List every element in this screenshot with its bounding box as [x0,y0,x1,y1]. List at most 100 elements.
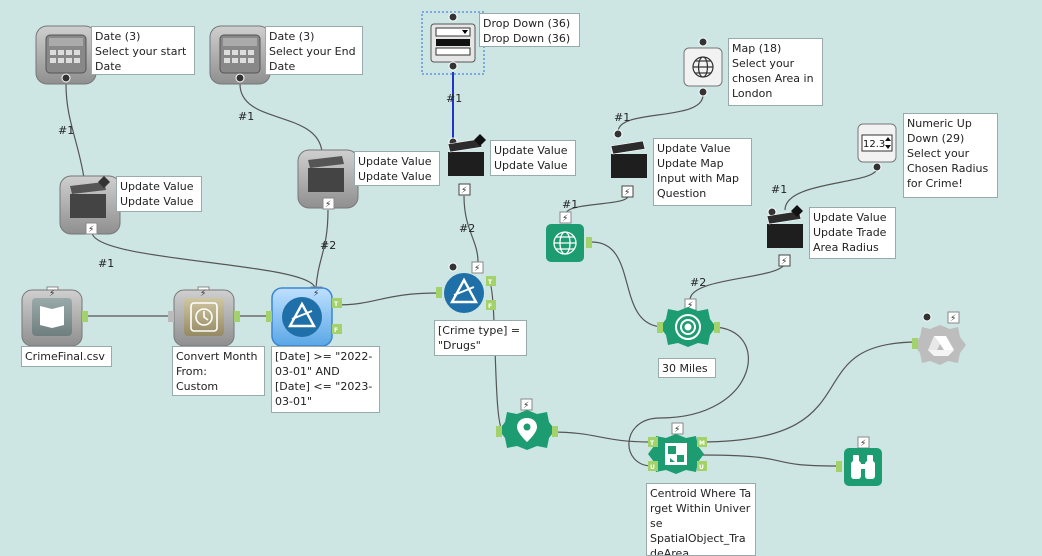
question-anchor[interactable] [698,87,708,97]
filter-icon [444,273,484,313]
trade-area-tool[interactable] [657,298,720,347]
clock-icon [184,298,224,336]
create-points-tool[interactable] [496,398,558,450]
event-anchors: ⚡ ⚡ ⚡ ⚡ ⚡ ⚡ ⚡ ⚡ ⚡ ⚡ ⚡ ⚡ [49,197,956,449]
calendar-icon [45,34,87,74]
action-end-annotation: Update Value Update Value [354,151,440,186]
date-end-annotation: Date (3) Select your End Date [265,26,363,75]
filter-icon [282,297,322,337]
calendar-icon [219,34,261,74]
action-dropdown-tool[interactable]: ⚡ [447,134,486,196]
wire-filter-date-to-crime [333,292,441,306]
svg-text:#1: #1 [238,110,254,123]
filter-date-tool[interactable]: T F [266,286,342,347]
svg-text:⚡: ⚡ [674,425,680,435]
action-map-tool[interactable]: ⚡ [610,129,647,198]
question-anchor[interactable] [235,73,245,83]
svg-text:M: M [699,440,705,447]
wire-match-to-output [699,341,919,443]
svg-text:⚡: ⚡ [88,225,94,235]
svg-text:⚡: ⚡ [950,314,956,324]
clapperboard-icon [766,205,803,248]
map-annotation: Map (18) Select your chosen Area in Lond… [728,38,823,106]
clapperboard-icon [308,156,344,192]
numeric-annotation: Numeric Up Down (29) Select your Chosen … [903,113,998,198]
filter-crime-tool[interactable]: T F [436,261,496,313]
globe-icon [692,56,714,78]
wire-points-to-match [549,431,653,443]
question-anchor[interactable] [448,61,458,71]
target-icon [675,314,701,340]
question-anchor[interactable] [61,73,71,83]
map-pin-icon [517,418,537,442]
wire-numeric-to-action [784,167,878,211]
convert-tool[interactable] [168,286,240,347]
drive-icon [928,336,954,356]
date-start-tool[interactable] [35,25,97,85]
svg-text:⚡: ⚡ [49,289,55,299]
action-radius-annotation: Update Value Update Trade Area Radius [809,207,896,259]
svg-text:#2: #2 [459,222,475,235]
wire-action-end-to-filter [315,209,329,289]
clapperboard-icon [447,134,486,176]
svg-text:⚡: ⚡ [313,289,319,299]
browse-tool[interactable] [836,436,882,486]
svg-text:U: U [650,464,655,471]
map-input-tool[interactable] [546,211,592,262]
numeric-value: 12.3 [863,139,885,150]
numeric-tool[interactable]: 12.3 [857,123,897,172]
filter-date-annotation: [Date] >= "2022-03-01" AND [Date] <= "20… [271,346,380,413]
map-tool[interactable] [683,37,723,97]
svg-text:⚡: ⚡ [562,214,568,224]
action-radius-tool[interactable]: ⚡ [766,205,803,267]
svg-text:⚡: ⚡ [523,401,529,411]
output-tool[interactable] [912,311,966,365]
wire-mapinput-to-trade [591,241,665,328]
numeric-up-down-icon: 12.3 [861,134,893,152]
svg-text:⚡: ⚡ [781,257,787,267]
wire-crime-to-points [487,279,505,433]
action-start-annotation: Update Value Update Value [116,176,202,212]
wire-map-to-action [617,94,704,133]
trade-area-annotation: 30 Miles [658,358,716,378]
wire-date-end-to-action [239,83,323,153]
date-start-annotation: Date (3) Select your start Date [91,26,195,75]
spatial-match-tool[interactable]: T U M U [648,422,707,474]
svg-text:#1: #1 [446,92,462,105]
svg-text:#1: #1 [562,198,578,211]
date-end-tool[interactable] [209,25,271,85]
wire-action-dropdown-to-filter [463,195,479,263]
spatial-match-icon [665,443,687,465]
dropdown-tool[interactable] [421,11,485,75]
filter-crime-annotation: [Crime type] = "Drugs" [434,320,527,356]
question-anchor[interactable] [872,162,882,172]
wire-action-start-to-filter [91,231,316,289]
svg-text:T: T [488,279,493,286]
action-map-annotation: Update Value Update Map Input with Map Q… [653,138,752,206]
globe-icon [553,231,577,255]
wire-action-radius-to-trade [689,261,786,301]
svg-text:#1: #1 [614,111,630,124]
svg-text:#2: #2 [320,239,336,252]
input-tool[interactable] [21,286,88,347]
binoculars-icon [851,455,875,479]
svg-text:⚡: ⚡ [687,301,693,311]
wire-trade-to-match [628,326,749,467]
connection-labels: #1 #1 #1 #1 #1 #1 #2 #2 #1 #2 [58,92,787,289]
svg-text:T: T [650,440,655,447]
svg-text:⚡: ⚡ [200,289,206,299]
book-icon [32,298,72,336]
svg-text:U: U [699,464,704,471]
svg-text:⚡: ⚡ [325,200,331,210]
svg-text:⚡: ⚡ [624,188,630,198]
svg-text:⚡: ⚡ [860,439,866,449]
svg-text:F: F [334,327,338,334]
dropdown-icon [430,23,476,63]
wire-match-to-browse [699,454,837,467]
svg-text:T: T [334,301,339,308]
svg-text:⚡: ⚡ [474,264,480,274]
wire-date-start-to-action [65,83,85,179]
clapperboard-icon [610,140,647,178]
action-start-tool[interactable] [59,175,121,235]
